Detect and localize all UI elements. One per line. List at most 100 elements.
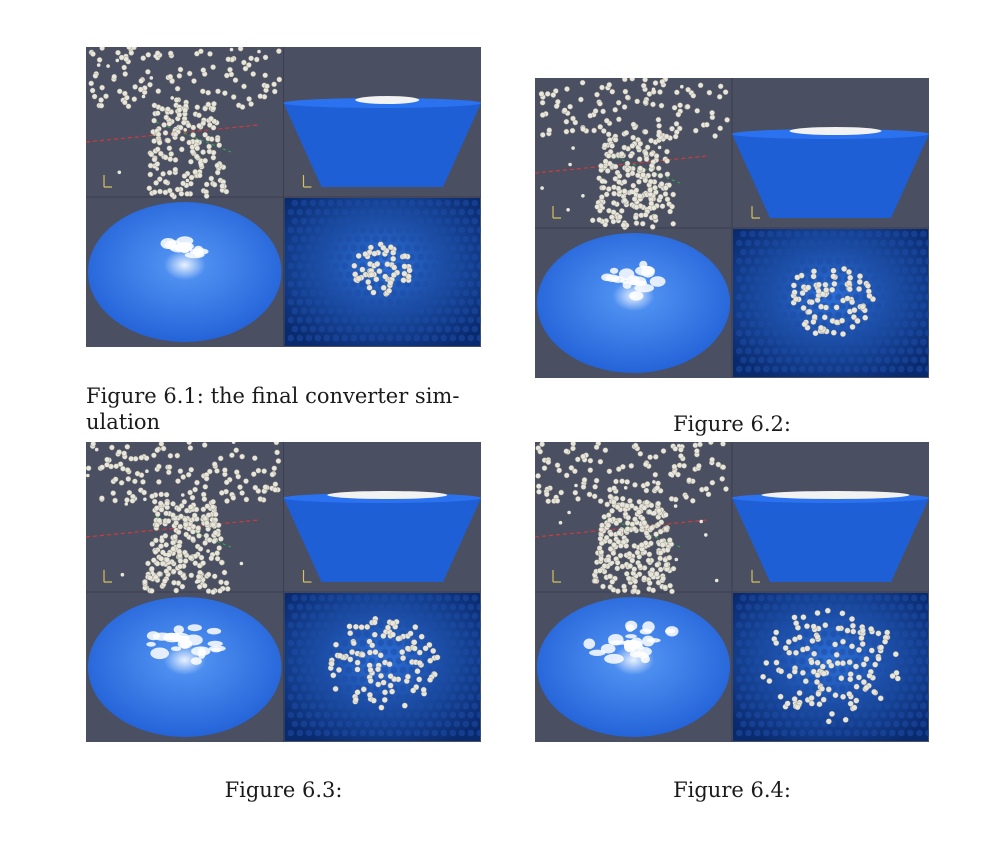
particle [563,118,570,125]
bed-particle [821,702,828,710]
particle [179,583,186,590]
particle [651,171,657,178]
bed-particle [749,284,756,292]
bed-particle [476,639,481,647]
particle [262,484,269,490]
bed-particle [884,338,891,346]
bed-particle [799,311,806,319]
bed-particle [866,320,873,328]
particle [223,72,230,79]
bed-particle [426,720,434,728]
particle [630,134,636,141]
bed-particle [898,693,905,701]
particle [554,498,561,504]
bed-particle [323,280,331,288]
bed-particle [404,729,412,737]
particle [657,555,663,562]
particle [172,533,178,540]
particle [368,271,375,278]
particle [593,444,600,450]
bed-particle [471,253,479,261]
particle [632,505,639,512]
particle [158,442,165,447]
bed-particle [287,226,295,234]
bed-particle [449,603,457,611]
particle [149,541,155,547]
bed-particle [817,239,824,247]
bed-particle [758,302,765,310]
bed-particle [916,365,923,373]
particle [652,80,659,86]
bed-particle [920,702,927,710]
bed-particle [417,594,425,602]
particle [801,321,808,328]
particle [384,261,391,268]
bed-particle [462,612,470,620]
bed-particle [749,302,756,310]
particle [145,52,152,58]
bed-particle [476,621,481,629]
particle [814,610,821,616]
bed-particle [309,666,317,674]
particle [151,557,157,563]
particle [156,479,162,485]
bed-particle [345,271,353,279]
particle [537,448,543,455]
bed-particle [884,356,891,364]
bed-particle [458,711,466,719]
particle [205,512,212,518]
bed-particle [772,293,779,301]
bed-particle [327,630,335,638]
bed-particle [287,621,295,629]
bed-particle [426,217,434,225]
particle [98,97,104,103]
bed-particle [341,244,349,252]
bed-particle [309,594,317,602]
particle [609,578,616,585]
bed-particle [889,257,896,265]
bed-particle [835,311,842,319]
particle [242,65,249,72]
particle [631,543,638,549]
particle [377,652,384,659]
bed-particle [857,338,864,346]
bed-particle [300,307,308,315]
particle [567,103,573,110]
particle [823,287,830,293]
bed-particle [920,302,927,310]
particle [163,510,169,517]
bed-particle [390,235,398,243]
particle [142,579,148,585]
bed-particle [875,248,882,256]
bed-particle [458,334,466,342]
bed-particle [471,684,479,692]
bed-particle [767,720,774,728]
bed-particle [417,235,425,243]
particle [642,129,649,135]
particle [188,158,194,165]
vessel-body [283,103,481,187]
bed-particle [314,657,322,665]
particle [158,150,164,157]
bed-particle [758,230,765,238]
particle [243,496,250,503]
particle [91,93,98,100]
particle [838,675,845,682]
bed-particle [381,612,389,620]
particle [207,468,213,475]
particle [138,78,145,84]
bed-particle [296,621,304,629]
bed-particle [345,720,353,728]
bed-particle [471,235,479,243]
bed-particle [871,711,878,719]
particle [598,556,604,562]
bed-particle [368,226,376,234]
bed-particle [785,338,792,346]
bed-particle [471,325,479,333]
particle [621,583,627,590]
bed-particle [880,347,887,355]
bed-particle [404,244,412,252]
bed-particle [390,702,398,710]
particle [214,468,220,474]
particle [400,655,407,662]
